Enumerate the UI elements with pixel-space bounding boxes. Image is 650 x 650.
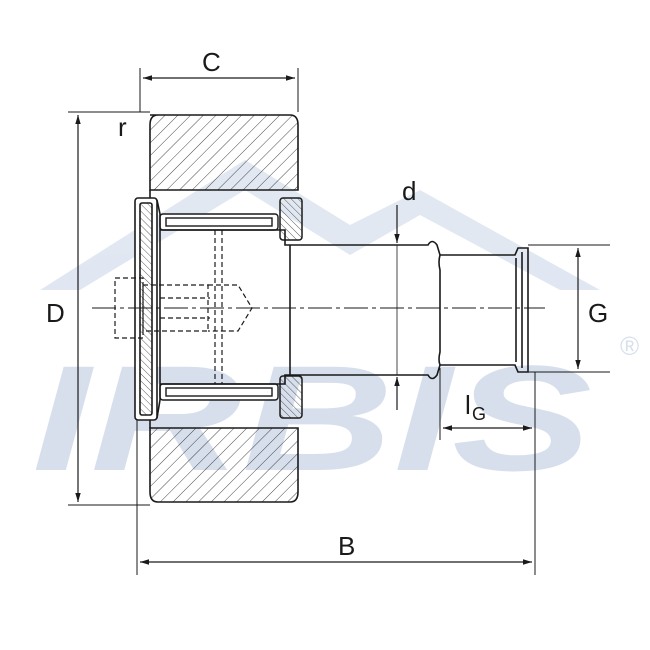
- needle-row-bottom: [159, 383, 279, 401]
- outer-ring: [149, 114, 299, 503]
- label-d-big: D: [46, 298, 65, 328]
- watermark-registered-mark: ®: [620, 331, 639, 361]
- watermark: IRBIS ®: [32, 160, 639, 502]
- watermark-logo-text: IRBIS: [32, 334, 592, 502]
- label-g: G: [588, 298, 608, 328]
- label-r: r: [118, 112, 127, 142]
- watermark-roof-shape: [40, 160, 600, 290]
- dimension-lines: [75, 75, 581, 565]
- outer-ring-top-section: [149, 114, 299, 191]
- outer-ring-bottom-section: [149, 427, 299, 503]
- stud-shaft: [160, 229, 529, 385]
- label-lg-subscript: G: [472, 404, 486, 424]
- dimension-labels: C r d D G l G B: [46, 47, 608, 561]
- label-b: B: [338, 531, 355, 561]
- label-d-small: d: [402, 176, 416, 206]
- extension-lines: [68, 68, 610, 575]
- label-c: C: [202, 47, 221, 77]
- needle-row-top: [159, 213, 279, 231]
- flange-washer: [134, 197, 161, 421]
- label-lg: l: [465, 390, 471, 420]
